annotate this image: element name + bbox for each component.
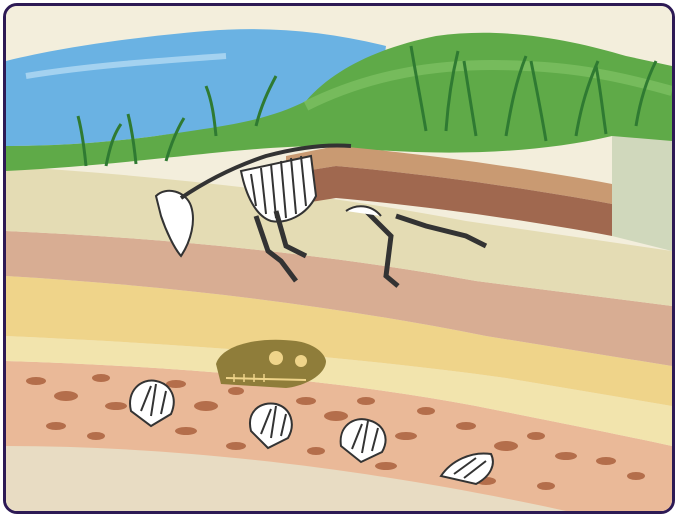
- rock-strata-illustration: [6, 6, 672, 511]
- illustration-frame: [3, 3, 675, 514]
